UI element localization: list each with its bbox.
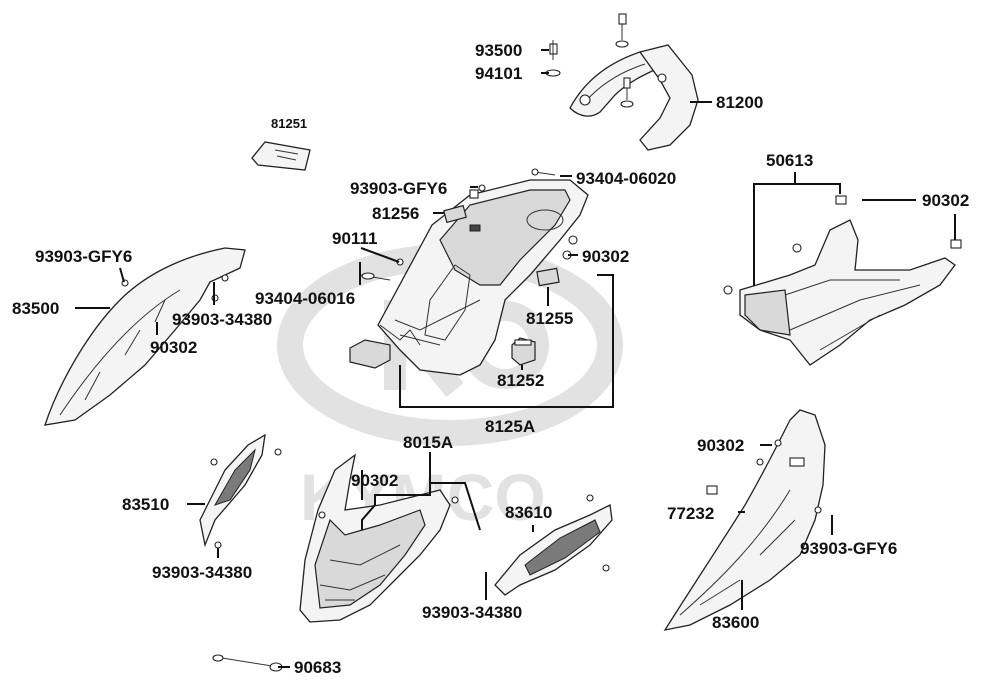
label-94101: 94101 xyxy=(475,64,522,83)
label-93500: 93500 xyxy=(475,41,522,60)
label-90302-front: 90302 xyxy=(351,471,398,490)
label-83600: 83600 xyxy=(712,613,759,632)
label-77232: 77232 xyxy=(667,504,714,523)
label-93404-06016: 93404-06016 xyxy=(255,289,355,308)
part-90683-rod xyxy=(212,654,283,672)
bolt-carrier-top xyxy=(615,13,634,108)
label-8015A: 8015A xyxy=(403,433,453,452)
label-81256: 81256 xyxy=(372,204,419,223)
label-93903-34380-right: 93903-34380 xyxy=(422,603,522,622)
label-90302-right: 90302 xyxy=(697,436,744,455)
label-93903-gfy6-right: 93903-GFY6 xyxy=(800,539,897,558)
part-floor-panel xyxy=(723,195,962,366)
part-81256-hinge xyxy=(443,189,479,224)
part-81251-lid xyxy=(251,141,311,171)
label-81255: 81255 xyxy=(526,309,573,328)
part-right-rear-cover xyxy=(663,409,826,631)
bolt-93500 xyxy=(545,40,561,77)
part-81252-block xyxy=(511,337,536,366)
label-81200: 81200 xyxy=(716,93,763,112)
label-90302-floor: 90302 xyxy=(922,191,969,210)
part-83610-cover xyxy=(494,494,613,596)
part-lock-block xyxy=(349,339,391,369)
part-left-rear-cover xyxy=(44,247,246,426)
label-83510: 83510 xyxy=(122,495,169,514)
label-8125A: 8125A xyxy=(485,417,535,436)
part-luggage-box xyxy=(377,179,589,376)
label-81252: 81252 xyxy=(497,371,544,390)
label-93903-gfy6-left: 93903-GFY6 xyxy=(35,247,132,266)
part-83510-cover xyxy=(199,433,282,549)
label-81251: 81251 xyxy=(271,116,307,131)
leader-lines xyxy=(75,49,956,668)
part-rear-carrier xyxy=(569,44,699,151)
label-90302-box: 90302 xyxy=(582,247,629,266)
label-83500: 83500 xyxy=(12,299,59,318)
label-90111: 90111 xyxy=(332,229,377,248)
label-93903-34380-mid: 93903-34380 xyxy=(152,563,252,582)
label-50613: 50613 xyxy=(766,151,813,170)
part-81255-latch xyxy=(536,235,578,287)
label-90302-left: 90302 xyxy=(150,338,197,357)
part-labels: 93500 94101 81200 81251 93404-06020 9390… xyxy=(12,41,969,677)
part-front-lower-cover xyxy=(299,453,459,623)
label-90683: 90683 xyxy=(294,658,341,677)
label-93903-gfy6-top: 93903-GFY6 xyxy=(350,179,447,198)
label-93404-06020: 93404-06020 xyxy=(576,169,676,188)
screws-box xyxy=(359,168,556,281)
label-83610: 83610 xyxy=(505,503,552,522)
label-93903-34380-left: 93903-34380 xyxy=(172,310,272,329)
